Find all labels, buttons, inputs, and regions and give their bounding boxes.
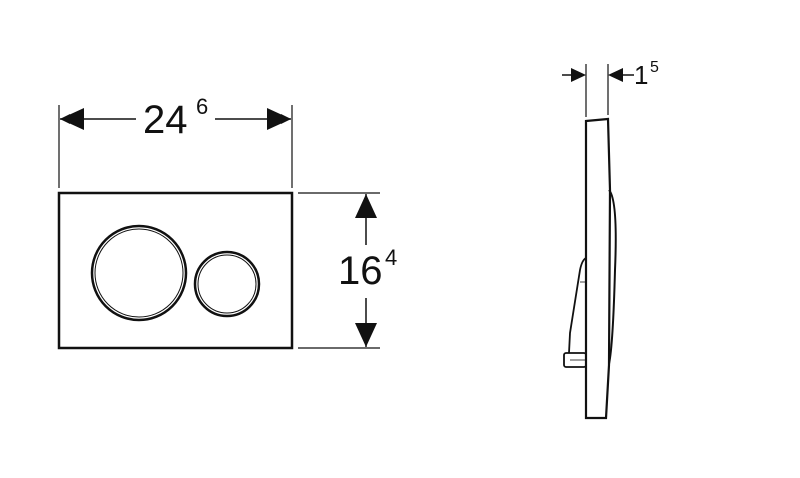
width-superscript: 6 xyxy=(196,94,208,119)
button-bulge xyxy=(608,189,617,365)
width-dimension: 24 6 xyxy=(58,94,293,188)
actuator-lever xyxy=(568,257,587,354)
front-view: 24 6 16 4 xyxy=(57,94,397,350)
thickness-dimension: 1 5 xyxy=(562,59,659,117)
height-dimension: 16 4 xyxy=(298,192,397,349)
plate-profile xyxy=(584,117,612,420)
height-superscript: 4 xyxy=(385,245,397,270)
thickness-superscript: 5 xyxy=(650,59,659,76)
small-flush-button xyxy=(193,250,261,318)
width-value: 24 xyxy=(143,98,188,142)
flush-plate-outline xyxy=(57,191,294,350)
thickness-value: 1 xyxy=(634,60,648,90)
height-value: 16 xyxy=(338,249,383,293)
side-view: 1 5 xyxy=(562,59,659,420)
large-flush-button xyxy=(90,224,188,322)
